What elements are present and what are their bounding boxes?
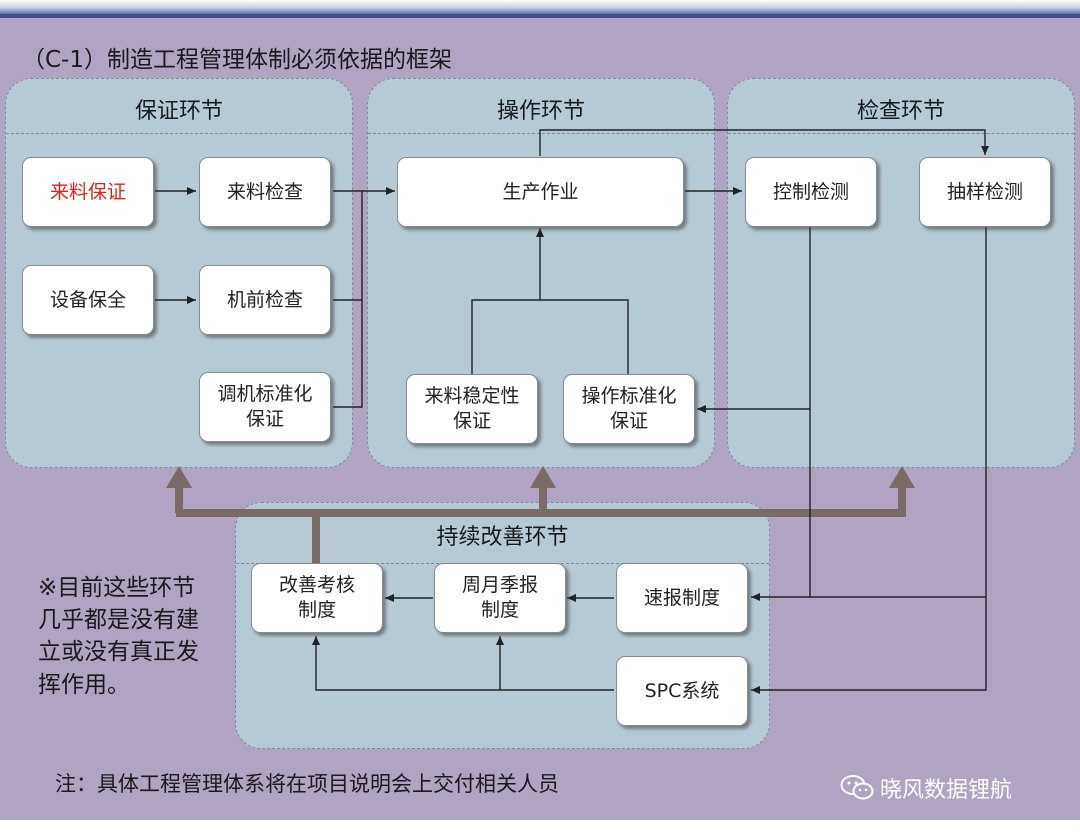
panel-improvement-title: 持续改善环节 xyxy=(436,525,569,550)
node-production: 生产作业 xyxy=(397,157,684,227)
node-weekly-monthly-report: 周月季报 制度 xyxy=(434,563,566,633)
node-label: 抽样检测 xyxy=(946,180,1023,203)
panel-inspection: 检查环节 xyxy=(727,78,1075,468)
node-label: 设备保全 xyxy=(49,288,126,311)
node-label: 来料检查 xyxy=(226,180,303,203)
footnote: 注：具体工程管理体系将在项目说明会上交付相关人员 xyxy=(55,772,559,796)
node-label: 生产作业 xyxy=(502,180,579,203)
watermark: 晓风数据锂航 xyxy=(840,772,1012,804)
panel-divider xyxy=(728,133,1074,134)
node-setup-standard: 调机标准化 保证 xyxy=(199,372,331,442)
node-improvement-review: 改善考核 制度 xyxy=(251,563,383,633)
node-material-stability: 来料稳定性 保证 xyxy=(406,374,538,444)
top-gradient-bar xyxy=(0,0,1080,14)
panel-operation-title: 操作环节 xyxy=(496,99,585,124)
node-equipment-guarantee: 设备保全 xyxy=(22,265,154,335)
node-material-check: 来料检查 xyxy=(199,157,331,227)
node-label: 调机标准化 保证 xyxy=(217,383,313,430)
node-material-guarantee: 来料保证 xyxy=(22,157,154,227)
node-premachine-check: 机前检查 xyxy=(199,265,331,335)
node-operation-standard: 操作标准化 保证 xyxy=(563,374,695,444)
bottom-strip xyxy=(0,820,1080,835)
node-label: 改善考核 制度 xyxy=(278,574,355,621)
panel-divider xyxy=(368,133,714,134)
node-label: 机前检查 xyxy=(226,288,303,311)
watermark-text: 晓风数据锂航 xyxy=(880,778,1013,803)
panel-guarantee-title: 保证环节 xyxy=(134,99,223,124)
node-quick-report: 速报制度 xyxy=(616,563,748,633)
panel-divider xyxy=(6,133,352,134)
node-control-test: 控制检测 xyxy=(745,157,877,227)
panel-inspection-title: 检查环节 xyxy=(856,99,945,124)
node-spc-system: SPC系统 xyxy=(616,656,748,726)
node-label: 速报制度 xyxy=(643,586,720,609)
feedback-arrows xyxy=(166,466,915,563)
left-note: ※目前这些环节几乎都是没有建立或没有真正发挥作用。 xyxy=(38,575,199,698)
node-label: 来料稳定性 保证 xyxy=(424,385,520,432)
node-label: SPC系统 xyxy=(644,679,720,702)
top-accent-line xyxy=(0,14,1080,18)
node-label: 操作标准化 保证 xyxy=(581,385,677,432)
wechat-icon xyxy=(840,775,874,800)
node-label: 控制检测 xyxy=(772,180,849,203)
page-title: （C-1）制造工程管理体制必须依据的框架 xyxy=(22,47,452,73)
node-sampling-test: 抽样检测 xyxy=(919,157,1051,227)
node-label: 来料保证 xyxy=(49,180,126,203)
node-label: 周月季报 制度 xyxy=(461,574,538,621)
